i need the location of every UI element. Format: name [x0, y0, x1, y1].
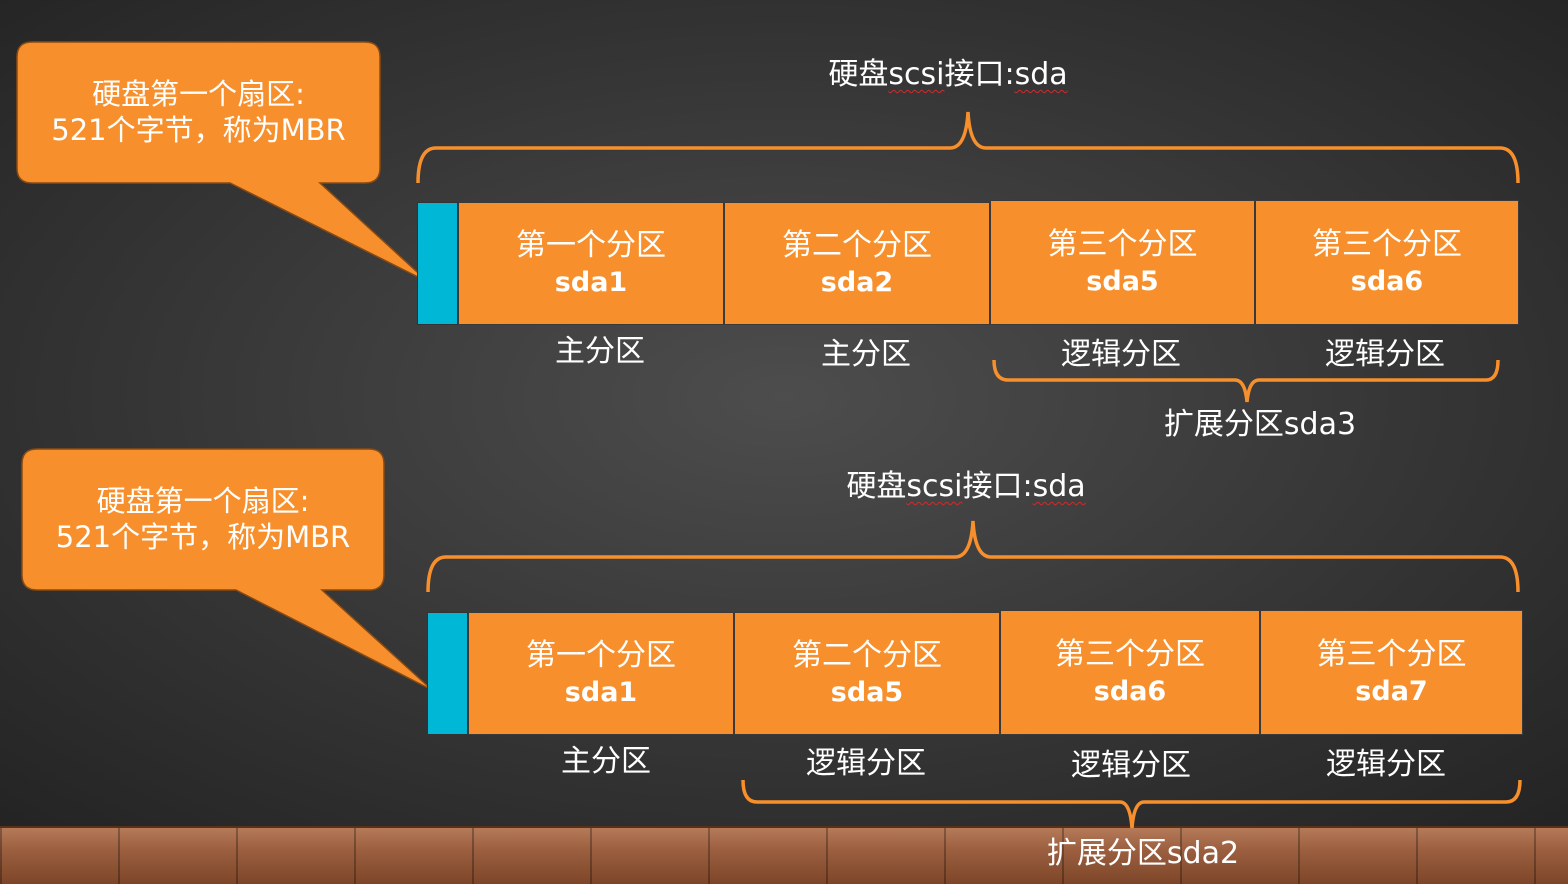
mbr-block-1 — [417, 202, 458, 325]
partition-type-label: 逻辑分区 — [1325, 337, 1445, 372]
partition-name: 第一个分区 — [526, 637, 676, 673]
partition-name: 第三个分区 — [1316, 636, 1467, 672]
partition-device: sda5 — [1086, 265, 1159, 297]
partition-device: sda6 — [1350, 265, 1424, 297]
partition-2-3: 第三个分区 sda6 — [1000, 610, 1260, 735]
extended-brace-1 — [992, 359, 1500, 403]
partition-type-label: 逻辑分区 — [1061, 337, 1181, 372]
disk-title-1: 硬盘scsi接口:sda — [828, 57, 1067, 93]
partition-type-label: 逻辑分区 — [806, 746, 926, 781]
partition-device: sda1 — [564, 676, 638, 708]
partition-2-4: 第三个分区 sda7 — [1260, 610, 1523, 735]
partition-2-1: 第一个分区 sda1 — [468, 612, 734, 735]
partition-type-label: 主分区 — [821, 337, 911, 372]
partition-type-label: 逻辑分区 — [1326, 747, 1446, 782]
callout-line-2: 521个字节，称为MBR — [51, 113, 346, 147]
mbr-block-2 — [427, 612, 468, 735]
callout-line-1: 硬盘第一个扇区: — [92, 77, 305, 111]
disk-title-prefix: 硬盘 — [846, 469, 907, 504]
extended-brace-2 — [741, 779, 1522, 829]
partition-device: sda2 — [820, 266, 894, 298]
disk-interface: scsi — [906, 469, 963, 504]
partition-device: sda7 — [1355, 675, 1428, 707]
callout-line-2: 521个字节，称为MBR — [55, 520, 351, 554]
callout-line-1: 硬盘第一个扇区: — [96, 484, 310, 518]
partition-1-3: 第三个分区 sda5 — [990, 200, 1255, 325]
partition-type-label: 主分区 — [555, 334, 645, 369]
partition-1-2: 第二个分区 sda2 — [724, 202, 990, 325]
callout-text-1: 硬盘第一个扇区: 521个字节，称为MBR — [17, 76, 380, 148]
disk-brace-1 — [416, 111, 1520, 184]
disk-interface: scsi — [888, 57, 945, 92]
partition-name: 第一个分区 — [516, 227, 666, 263]
callout-text-2: 硬盘第一个扇区: 521个字节，称为MBR — [22, 483, 384, 555]
disk-device: sda — [1032, 469, 1086, 504]
disk-title-prefix: 硬盘 — [828, 57, 889, 92]
callout-bubble-1 — [16, 41, 429, 283]
partition-name: 第二个分区 — [792, 637, 942, 673]
partition-name: 第二个分区 — [782, 227, 932, 263]
extended-partition-label-1: 扩展分区sda3 — [1163, 407, 1357, 442]
partition-device: sda5 — [830, 676, 904, 708]
callout-bubble-2 — [21, 448, 433, 691]
extended-partition-label-2: 扩展分区sda2 — [1046, 836, 1240, 871]
disk-brace-2 — [426, 520, 1520, 593]
partition-2-2: 第二个分区 sda5 — [734, 612, 1000, 735]
partition-1-1: 第一个分区 sda1 — [458, 202, 724, 325]
partition-name: 第三个分区 — [1047, 226, 1198, 262]
partition-name: 第三个分区 — [1312, 226, 1462, 262]
disk-title-middle: 接口: — [944, 57, 1015, 92]
disk-title-2: 硬盘scsi接口:sda — [846, 469, 1085, 505]
partition-1-4: 第三个分区 sda6 — [1255, 200, 1519, 325]
partition-type-label: 逻辑分区 — [1071, 748, 1191, 783]
partition-name: 第三个分区 — [1055, 636, 1205, 672]
partition-type-label: 主分区 — [561, 744, 651, 779]
partition-device: sda1 — [554, 266, 628, 298]
partition-device: sda6 — [1093, 675, 1167, 707]
wooden-floor — [0, 826, 1568, 884]
disk-title-middle: 接口: — [962, 469, 1033, 504]
disk-device: sda — [1014, 57, 1068, 92]
